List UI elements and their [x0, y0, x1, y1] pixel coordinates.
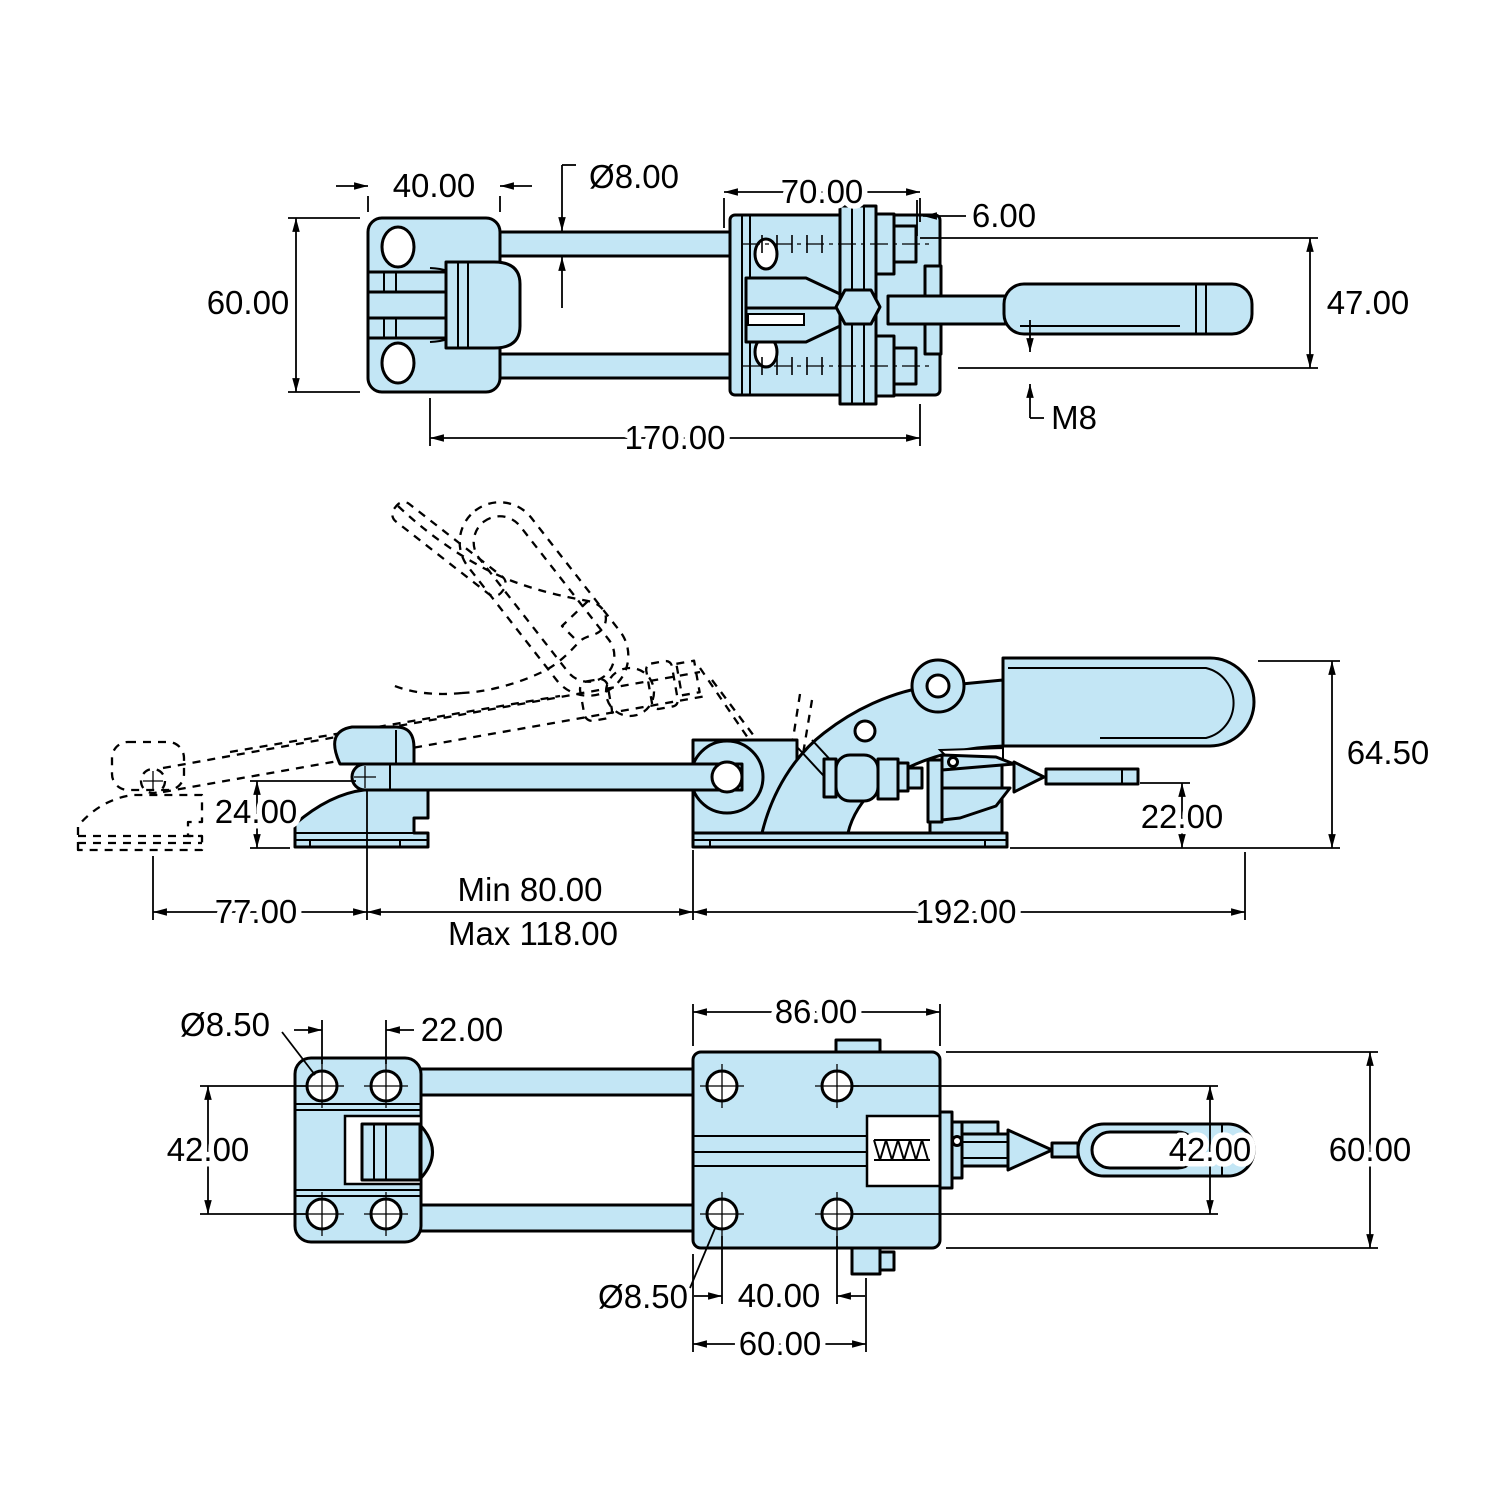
side-view-body-hole [853, 719, 877, 743]
bottom-view-spindle-notch [865, 1114, 942, 1188]
bottom-view: Ø8.50 22.00 86.00 42.00 42.00 60.00 Ø8.5… [161, 988, 1417, 1368]
side-view-catch-bar [1044, 767, 1140, 786]
top-view-pin-lower [923, 322, 943, 356]
top-view-pivot-block [444, 260, 522, 350]
top-view-handle-grip [1002, 282, 1254, 336]
dim-hole-spacing: 22.00 [421, 1011, 504, 1048]
bottom-view-rod-upper [418, 1067, 697, 1097]
bottom-view-link-upper [960, 1120, 1000, 1136]
bottom-view-pin [951, 1135, 963, 1147]
top-view-bracket-hole-upper [380, 225, 416, 269]
dim-hole-dia-rear: Ø8.50 [598, 1278, 688, 1315]
side-view-catch-plate [926, 758, 944, 824]
side-view-catch-wedge-lower [940, 786, 1012, 822]
bottom-view-cone [1006, 1128, 1054, 1172]
dim-body-length: 192.00 [916, 893, 1017, 930]
bottom-view-stub [1050, 1141, 1080, 1159]
dim-thread-callout: M8 [1051, 399, 1097, 436]
side-view-pin [947, 756, 959, 768]
bottom-view-pivot-block [360, 1122, 422, 1182]
side-view-pivot-hole [710, 760, 744, 794]
bottom-view-plate [938, 1110, 954, 1190]
dim-foot-height: 24.00 [215, 793, 298, 830]
dim-rear-spacing: 40.00 [738, 1277, 821, 1314]
dim-swing-distance: 77.00 [215, 893, 298, 930]
side-view-ubolt-rod [350, 762, 744, 792]
bottom-view-link [960, 1132, 1010, 1168]
dim-rod-diameter: Ø8.00 [589, 158, 679, 195]
side-view-adjust-nut-hex [876, 757, 900, 801]
bottom-view-thread-spring [873, 1139, 929, 1161]
bottom-view-dimensions: Ø8.50 22.00 86.00 42.00 42.00 60.00 Ø8.5… [161, 988, 1417, 1368]
side-view-nut-washer-left [822, 757, 838, 799]
top-view-pin-upper [923, 264, 943, 298]
dim-body-width: 86.00 [775, 993, 858, 1030]
bottom-view-pivot-cap [419, 1124, 434, 1180]
dim-handle-height: 47.00 [1327, 284, 1410, 321]
side-view-adjust-nut-round [834, 753, 880, 803]
dim-rear-width: 60.00 [739, 1325, 822, 1362]
bottom-view-bolt [850, 1246, 882, 1276]
bottom-view-rod-lower [418, 1203, 697, 1233]
dim-body-height: 60.00 [1329, 1131, 1412, 1168]
dim-bracket-width: 40.00 [393, 167, 476, 204]
dim-end-offset: 6.00 [972, 197, 1036, 234]
dim-min-span: Min 80.00 [458, 871, 603, 908]
top-view-bracket-hole-lower [380, 341, 416, 385]
dim-rear-hole-span: 42.00 [1169, 1131, 1252, 1168]
top-view: 40.00 Ø8.00 70.00 6.00 60.00 47.00 M8 1 [201, 153, 1415, 462]
side-view-foot [293, 788, 430, 849]
side-view-handle-grip [1001, 656, 1256, 748]
bottom-view-bolt-tip [878, 1250, 896, 1272]
dim-front-hole-span: 42.00 [167, 1131, 250, 1168]
dim-overall-length: 170.00 [625, 419, 726, 456]
dim-body-width: 70.00 [781, 173, 864, 210]
bottom-view-grip-slot [1090, 1130, 1198, 1170]
top-view-toggle-nut [834, 288, 882, 326]
top-view-handle-neck [886, 294, 1008, 326]
dim-overall-height: 64.50 [1347, 734, 1430, 771]
side-view: 24.00 77.00 Min 80.00 Max 118.00 192.00 … [76, 500, 1435, 958]
dim-bracket-height: 60.00 [207, 284, 290, 321]
bottom-view-holes [300, 1064, 935, 1236]
dim-hook-height: 22.00 [1141, 798, 1224, 835]
top-view-dimensions: 40.00 Ø8.00 70.00 6.00 60.00 47.00 M8 1 [201, 153, 1415, 462]
side-view-rod-tip [906, 766, 924, 790]
side-view-hook-lobe [333, 725, 416, 766]
side-view-lug-hole [925, 673, 951, 699]
top-view-body-hole-upper [753, 237, 779, 271]
dim-max-span: Max 118.00 [448, 915, 618, 952]
side-view-catch-cone [1012, 760, 1046, 794]
dim-hole-dia-front: Ø8.50 [180, 1006, 270, 1043]
side-view-dimensions: 24.00 77.00 Min 80.00 Max 118.00 192.00 … [152, 660, 1435, 958]
